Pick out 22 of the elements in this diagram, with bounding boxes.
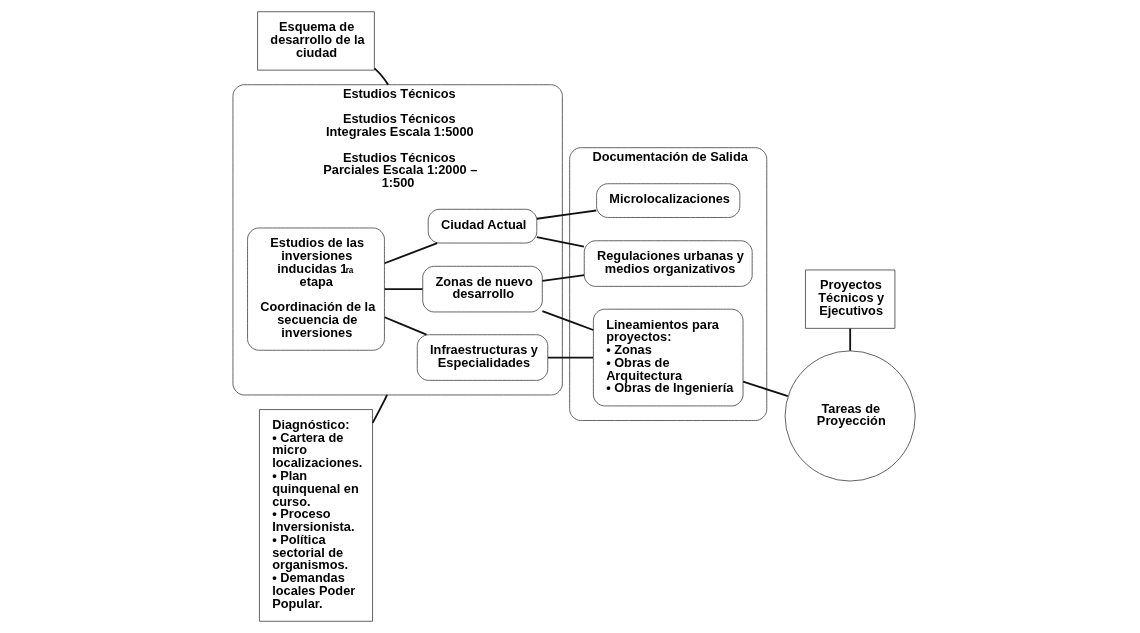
connector <box>546 356 594 359</box>
node-circle: Tareas de Proyección <box>784 350 916 482</box>
node-box: Zonas de nuevo desarrollo <box>421 265 543 313</box>
connector <box>383 316 427 336</box>
connector <box>741 380 789 397</box>
connector <box>383 288 423 291</box>
connector <box>373 67 389 86</box>
node-box: Ciudad Actual <box>427 208 537 244</box>
node-box: Proyectos Técnicos y Ejecutivos <box>804 269 895 329</box>
node-box: Regulaciones urbanas y medios organizativos <box>583 240 753 287</box>
node-box: Lineamientos para proyectos: • Zonas • Obras de Arquitectura • Obras de Ingeniería <box>592 308 743 407</box>
connector <box>371 394 388 424</box>
connector <box>848 327 851 352</box>
connector <box>540 310 594 331</box>
connector <box>540 274 585 282</box>
node-box: Esquema de desarrollo de la ciudad <box>256 11 375 71</box>
node-box: Diagnóstico: • Cartera de micro localizaciones. • Plan quinquenal en curso. • Proceso Inversionista. • Política sectorial de organismos. • Demandas locales Poder Popular. <box>258 409 373 622</box>
connector <box>383 242 438 265</box>
node-box: Microlocalizaciones <box>595 183 740 218</box>
connector <box>535 236 585 248</box>
connector <box>535 209 597 220</box>
node-box: Infraestructuras y Especialidades <box>416 334 548 381</box>
